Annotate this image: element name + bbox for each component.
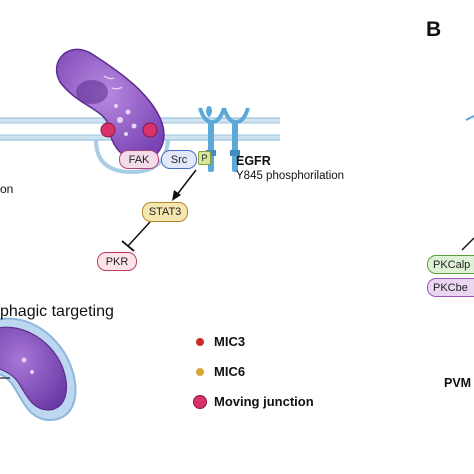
pvm-label: PVM xyxy=(444,376,472,390)
phospho-p-label: P xyxy=(201,153,208,163)
panel-b-letter: B xyxy=(426,18,442,41)
panel-b-connector xyxy=(461,237,474,251)
moving-junction-right xyxy=(142,122,158,138)
legend-mic3-label: MIC3 xyxy=(214,334,246,349)
autophagy-parasite xyxy=(0,317,77,422)
pkc-alpha-protein: PKCalp xyxy=(427,255,474,274)
moving-junction-left xyxy=(100,122,116,138)
panel-b-receptor-fragment xyxy=(465,115,474,121)
arrow-src-to-stat3 xyxy=(175,169,197,197)
egfr-note: Y845 phosphorilation xyxy=(236,170,345,182)
pkc-beta-label: PKCbe xyxy=(433,281,468,294)
stat3-protein: STAT3 xyxy=(142,202,188,222)
invading-parasite xyxy=(55,48,165,161)
section-title: phagic targeting xyxy=(0,303,114,320)
legend-moving-junction-label: Moving junction xyxy=(214,394,314,409)
legend-mic6-label: MIC6 xyxy=(214,364,246,379)
pkc-alpha-label: PKCalp xyxy=(433,258,471,271)
src-label: Src xyxy=(170,153,188,166)
phospho-p-badge: P xyxy=(198,151,211,165)
fak-protein: FAK xyxy=(119,150,159,169)
egfr-label: EGFR xyxy=(236,154,271,168)
pkc-beta-protein: PKCbe xyxy=(427,278,474,297)
fak-label: FAK xyxy=(128,153,150,166)
left-cut-text: on xyxy=(0,182,14,196)
legend-mic3-swatch xyxy=(196,338,204,346)
src-protein: Src xyxy=(161,150,197,169)
pkr-label: PKR xyxy=(105,255,129,268)
legend-moving-junction-swatch xyxy=(193,395,207,409)
arrowhead-stat3 xyxy=(172,190,181,201)
legend-mic6-swatch xyxy=(196,368,204,376)
stat3-label: STAT3 xyxy=(148,206,182,218)
inhibition-bar xyxy=(121,240,135,252)
inhibition-line xyxy=(127,221,151,247)
pkr-protein: PKR xyxy=(97,252,137,271)
